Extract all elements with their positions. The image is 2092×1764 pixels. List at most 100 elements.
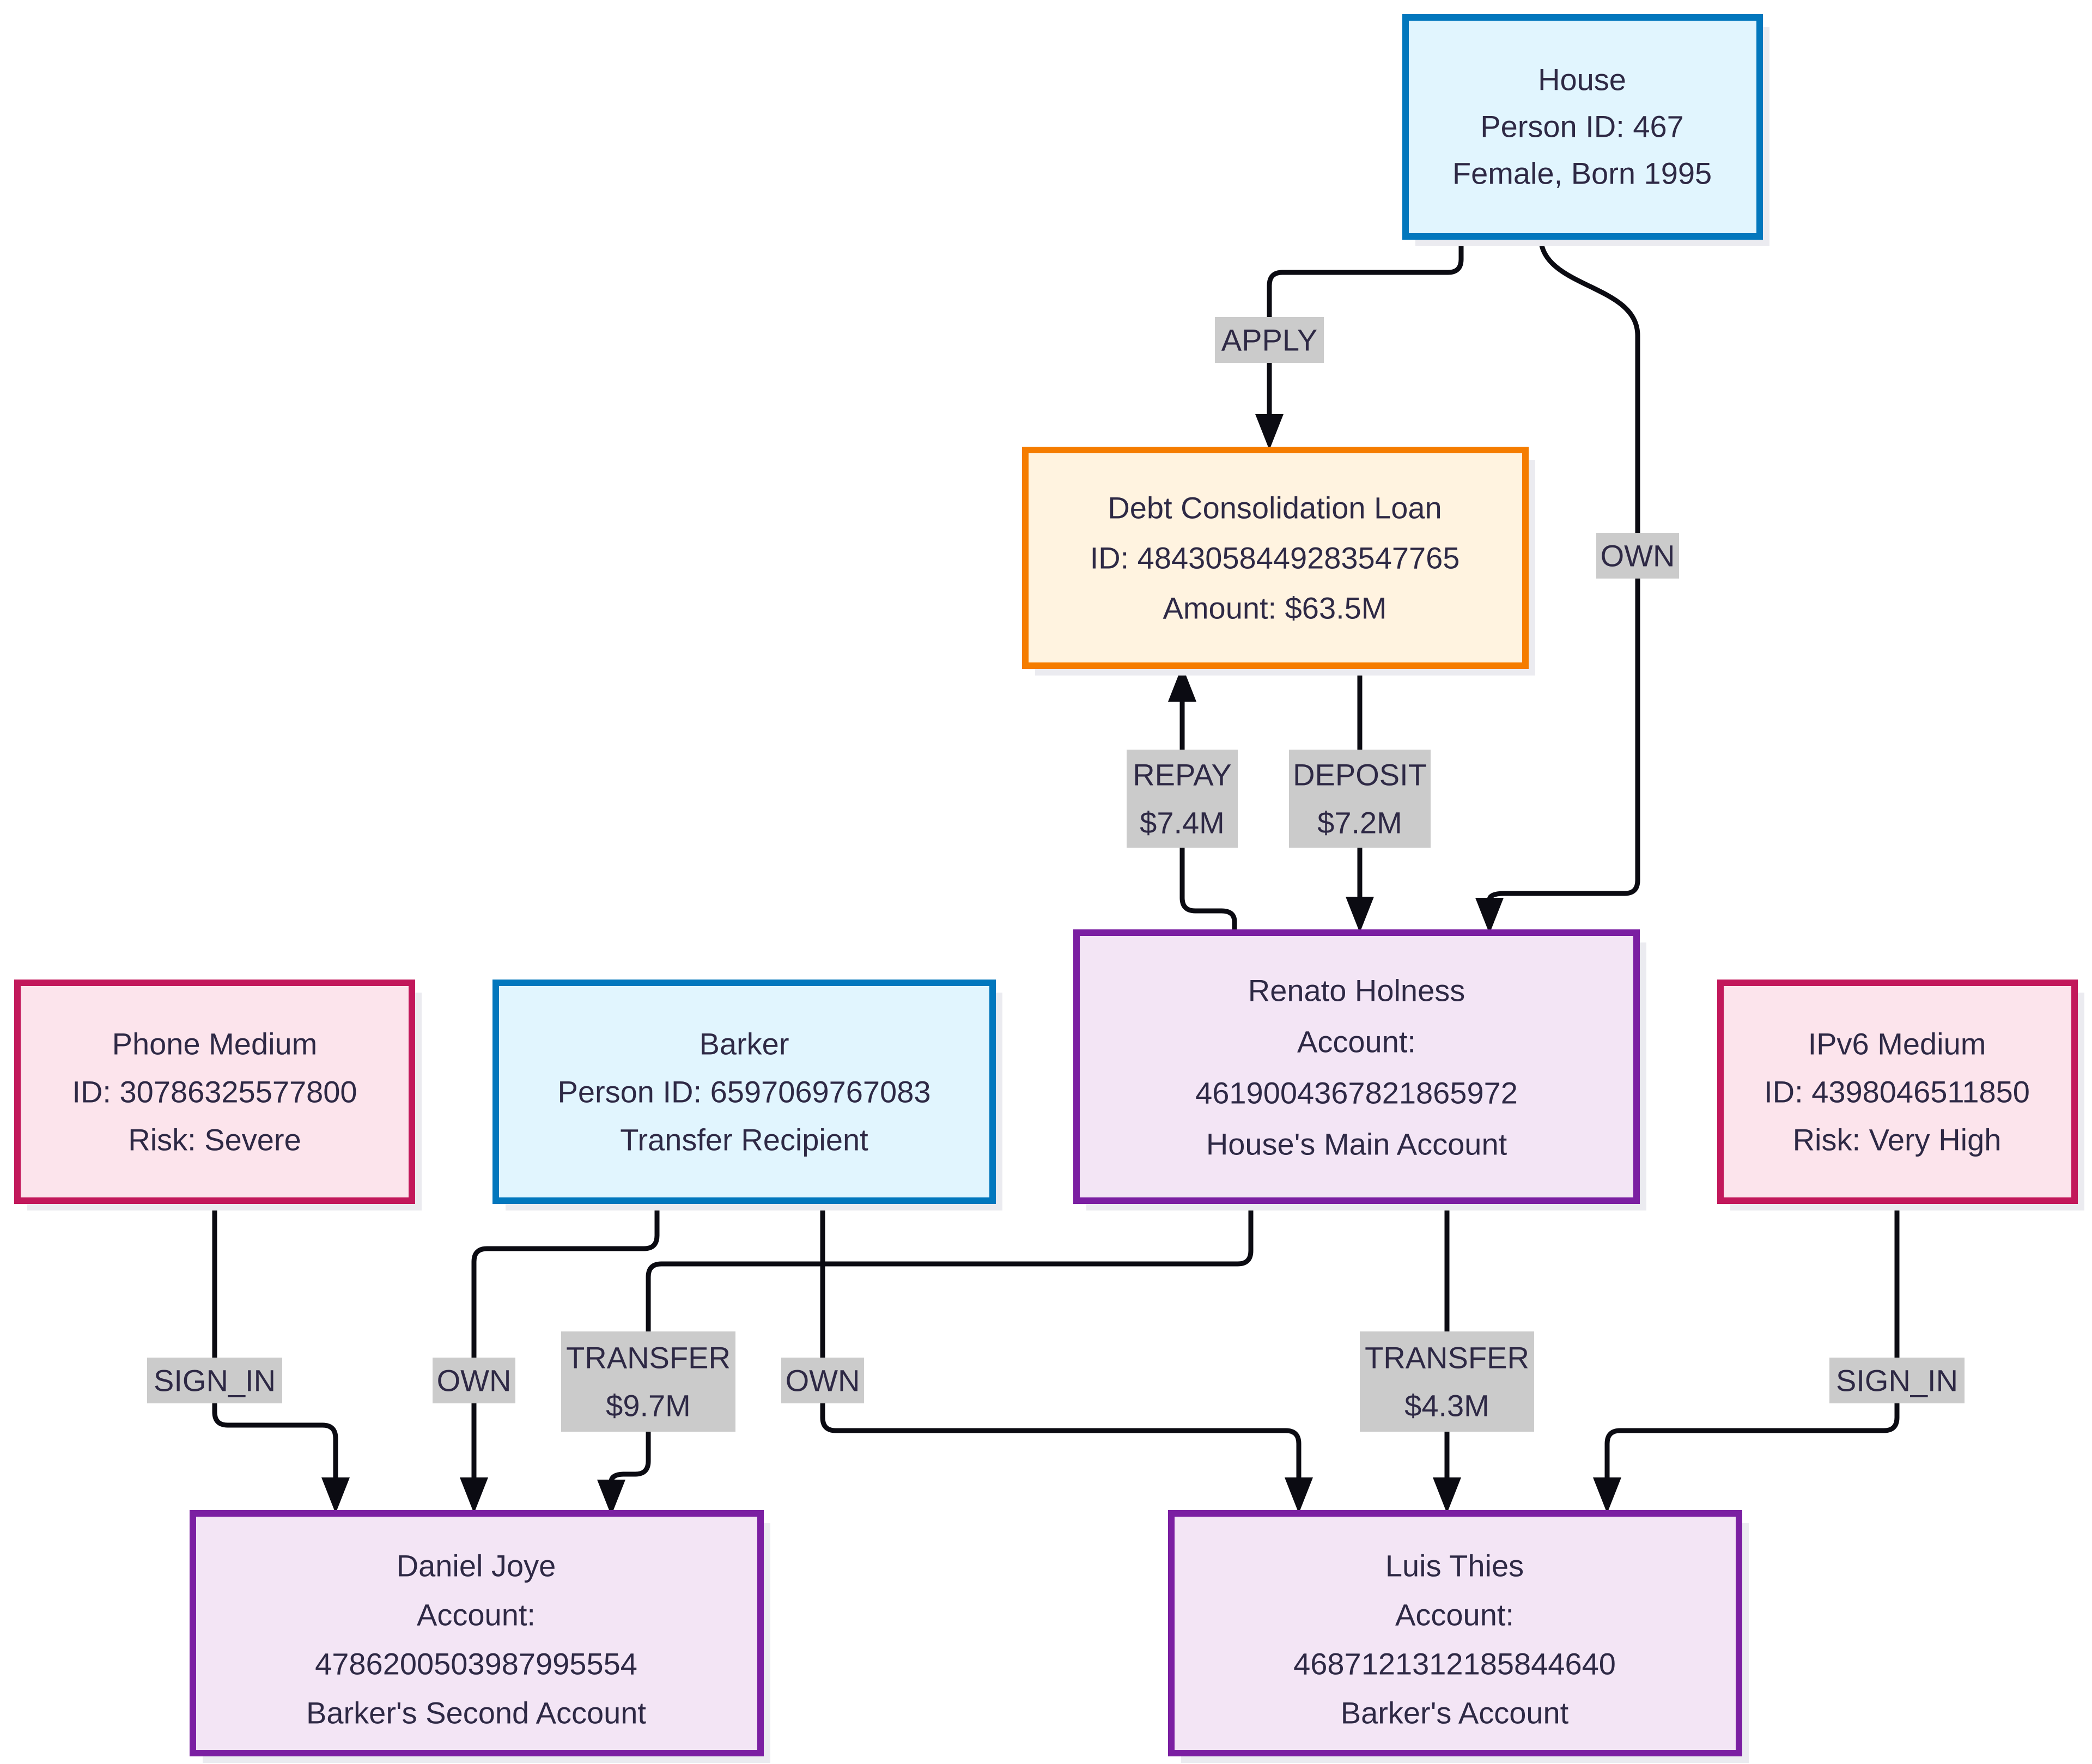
edge-transfer-renato-daniel bbox=[597, 1201, 1254, 1516]
edge-own-house-renato-path bbox=[1487, 236, 1640, 901]
node-barker-box[interactable] bbox=[492, 980, 996, 1204]
node-line: Person ID: 467 bbox=[1480, 110, 1684, 144]
edge-own-barker-daniel-path bbox=[471, 1201, 660, 1477]
edge-label-bg bbox=[1127, 750, 1238, 848]
edge-label-amount: $7.4M bbox=[1140, 806, 1225, 840]
edge-label-amount: $7.2M bbox=[1317, 806, 1402, 840]
node-line: Account: bbox=[1297, 1025, 1416, 1059]
node-line: ID: 4843058449283547765 bbox=[1090, 541, 1460, 575]
edge-signin-phone-daniel-path bbox=[212, 1201, 338, 1477]
edge-signin-ipv6-luis bbox=[1593, 1201, 1900, 1513]
edge-label-apply: APPLY bbox=[1215, 317, 1324, 363]
node-line: Risk: Severe bbox=[128, 1123, 301, 1157]
node-renato-box[interactable] bbox=[1073, 929, 1640, 1204]
node-ipv6-medium-box[interactable] bbox=[1717, 980, 2078, 1204]
node-luis[interactable]: Luis Thies Account: 4687121312185844640 … bbox=[1168, 1510, 1749, 1763]
node-line: Account: bbox=[1395, 1598, 1514, 1632]
node-line: House's Main Account bbox=[1206, 1127, 1507, 1161]
edge-apply-path bbox=[1267, 236, 1464, 414]
edge-label-bg bbox=[147, 1358, 282, 1403]
node-title: Phone Medium bbox=[112, 1027, 318, 1061]
edge-own-house-renato bbox=[1475, 236, 1640, 934]
edge-label-transfer-renato-daniel: TRANSFER $9.7M bbox=[561, 1331, 735, 1432]
edge-label-text: TRANSFER bbox=[1365, 1341, 1529, 1375]
node-title: Daniel Joye bbox=[397, 1549, 556, 1583]
arrowhead-down-icon bbox=[1255, 414, 1284, 450]
node-phone-medium-box[interactable] bbox=[14, 980, 415, 1204]
node-line: Account: bbox=[417, 1598, 536, 1632]
node-barker[interactable]: Barker Person ID: 6597069767083 Transfer… bbox=[492, 980, 1002, 1211]
edge-label-text: OWN bbox=[786, 1364, 860, 1398]
edge-repay-path bbox=[1179, 702, 1237, 933]
edge-label-amount: $9.7M bbox=[606, 1389, 691, 1423]
edge-label-own-barker-daniel: OWN bbox=[433, 1358, 515, 1403]
edge-label-text: SIGN_IN bbox=[1836, 1364, 1958, 1398]
node-line: Person ID: 6597069767083 bbox=[558, 1075, 931, 1109]
edge-label-signin-phone-daniel: SIGN_IN bbox=[147, 1358, 282, 1403]
edge-signin-phone-daniel bbox=[212, 1201, 350, 1513]
arrowhead-down-icon bbox=[1433, 1477, 1461, 1513]
arrowhead-down-icon bbox=[1593, 1477, 1621, 1513]
node-line: Barker's Second Account bbox=[306, 1696, 646, 1730]
node-title: Debt Consolidation Loan bbox=[1108, 491, 1442, 525]
node-renato[interactable]: Renato Holness Account: 4619004367821865… bbox=[1073, 929, 1646, 1211]
node-title: Barker bbox=[700, 1027, 789, 1061]
node-line: ID: 30786325577800 bbox=[72, 1075, 357, 1109]
node-line: 4786200503987995554 bbox=[315, 1647, 637, 1681]
edge-label-repay: REPAY $7.4M bbox=[1127, 750, 1238, 848]
node-luis-box[interactable] bbox=[1168, 1510, 1742, 1756]
edge-label-bg bbox=[433, 1358, 515, 1403]
node-phone-medium[interactable]: Phone Medium ID: 30786325577800 Risk: Se… bbox=[14, 980, 422, 1211]
node-daniel[interactable]: Daniel Joye Account: 4786200503987995554… bbox=[190, 1510, 770, 1763]
arrowhead-down-icon bbox=[1475, 898, 1504, 934]
edge-label-text: SIGN_IN bbox=[154, 1364, 276, 1398]
arrowhead-down-icon bbox=[1346, 897, 1374, 933]
edge-label-own-house-renato: OWN bbox=[1596, 533, 1679, 579]
arrowhead-down-icon bbox=[1285, 1477, 1313, 1513]
edge-label-bg bbox=[1215, 317, 1324, 363]
node-house[interactable]: House Person ID: 467 Female, Born 1995 bbox=[1402, 14, 1769, 246]
edge-label-text: REPAY bbox=[1133, 758, 1232, 792]
edge-label-bg bbox=[1596, 533, 1679, 579]
edge-label-text: TRANSFER bbox=[566, 1341, 731, 1375]
edge-label-bg bbox=[561, 1331, 735, 1432]
edge-label-bg bbox=[1289, 750, 1431, 848]
node-loan[interactable]: Debt Consolidation Loan ID: 484305844928… bbox=[1022, 447, 1535, 676]
edge-label-bg bbox=[1360, 1331, 1534, 1432]
node-line: 4687121312185844640 bbox=[1293, 1647, 1616, 1681]
node-loan-box[interactable] bbox=[1022, 447, 1529, 669]
node-house-box[interactable] bbox=[1402, 14, 1763, 240]
node-ipv6-medium[interactable]: IPv6 Medium ID: 4398046511850 Risk: Very… bbox=[1717, 980, 2084, 1211]
node-line: Barker's Account bbox=[1341, 1696, 1569, 1730]
edge-label-amount: $4.3M bbox=[1404, 1389, 1489, 1423]
edge-transfer-renato-daniel-path bbox=[609, 1201, 1254, 1482]
node-line: Female, Born 1995 bbox=[1452, 156, 1712, 191]
edge-label-bg bbox=[781, 1358, 864, 1403]
arrowhead-down-icon bbox=[597, 1480, 625, 1516]
node-line: Amount: $63.5M bbox=[1163, 591, 1387, 625]
node-title: Luis Thies bbox=[1385, 1549, 1524, 1583]
edge-label-deposit: DEPOSIT $7.2M bbox=[1289, 750, 1431, 848]
node-line: Risk: Very High bbox=[1793, 1123, 2002, 1157]
arrowhead-up-icon bbox=[1168, 666, 1196, 702]
edge-label-transfer-renato-luis: TRANSFER $4.3M bbox=[1360, 1331, 1534, 1432]
edge-own-barker-daniel bbox=[460, 1201, 660, 1513]
edge-label-text: DEPOSIT bbox=[1293, 758, 1427, 792]
edge-apply bbox=[1255, 236, 1464, 450]
node-title: Renato Holness bbox=[1248, 974, 1465, 1008]
arrowhead-down-icon bbox=[321, 1477, 350, 1513]
node-daniel-box[interactable] bbox=[190, 1510, 764, 1756]
edge-own-barker-luis bbox=[820, 1201, 1313, 1513]
edge-label-own-barker-luis: OWN bbox=[781, 1358, 864, 1403]
node-line: Transfer Recipient bbox=[620, 1123, 868, 1157]
edge-label-text: OWN bbox=[437, 1364, 512, 1398]
arrowhead-down-icon bbox=[460, 1477, 488, 1513]
node-line: 4619004367821865972 bbox=[1195, 1076, 1518, 1110]
edge-label-bg bbox=[1829, 1358, 1965, 1403]
edge-label-text: APPLY bbox=[1221, 323, 1317, 357]
edge-label-signin-ipv6-luis: SIGN_IN bbox=[1829, 1358, 1965, 1403]
node-title: House bbox=[1538, 63, 1626, 97]
edge-repay bbox=[1168, 666, 1237, 933]
